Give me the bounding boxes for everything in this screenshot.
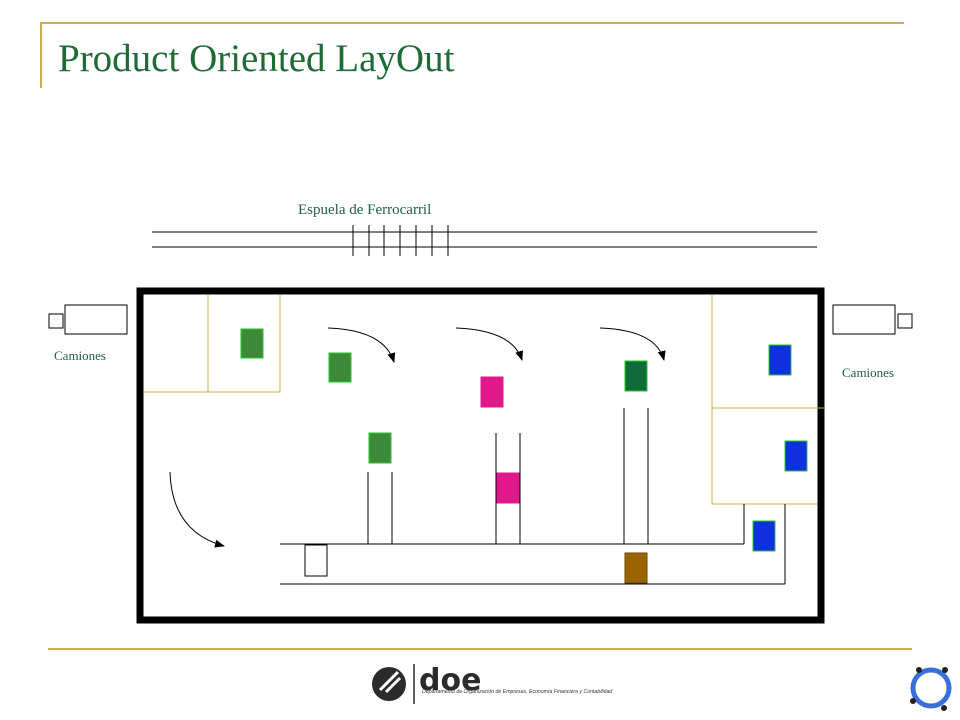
slide-title: Product Oriented LayOut bbox=[58, 37, 455, 80]
workstation-dark-green bbox=[624, 360, 648, 392]
building-wall bbox=[136, 287, 825, 624]
workstation-blue-3 bbox=[752, 520, 776, 552]
workstation-green-3 bbox=[368, 432, 392, 464]
doe-logo-emblem bbox=[372, 667, 406, 701]
workstation-empty bbox=[304, 544, 328, 577]
rail-ties bbox=[352, 225, 449, 256]
railway-spur bbox=[152, 225, 817, 256]
truck-right-trailer bbox=[832, 304, 896, 335]
workstation-magenta-2 bbox=[496, 472, 520, 504]
truck-left bbox=[48, 304, 128, 335]
workstation-brown bbox=[624, 552, 648, 584]
flow-arrow-4 bbox=[169, 471, 225, 548]
left-accent-rule bbox=[40, 22, 42, 88]
workstation-green-1 bbox=[240, 328, 264, 359]
receiving-area-outline bbox=[144, 295, 281, 393]
conveyor-lines bbox=[280, 408, 786, 585]
workstation-blue-1 bbox=[768, 344, 792, 376]
corner-circle-logo bbox=[910, 667, 952, 711]
workstation-green-2 bbox=[328, 352, 352, 383]
railway-spur-label: Espuela de Ferrocarril bbox=[298, 202, 432, 218]
truck-left-cab bbox=[48, 313, 64, 329]
flow-arrow-2 bbox=[455, 327, 523, 361]
workstation-magenta-1 bbox=[480, 376, 504, 408]
flow-arrows bbox=[169, 327, 666, 548]
bottom-accent-rule bbox=[48, 648, 912, 650]
trucks-left-label: Camiones bbox=[54, 348, 106, 363]
shipping-area-outline bbox=[711, 295, 817, 505]
truck-right-cab bbox=[897, 313, 913, 329]
truck-right bbox=[832, 304, 913, 335]
top-accent-rule bbox=[40, 22, 904, 24]
doe-logo: doe bbox=[372, 663, 481, 704]
trucks-right-label: Camiones bbox=[842, 365, 894, 380]
flow-arrow-1 bbox=[327, 327, 396, 363]
workstations bbox=[240, 328, 808, 584]
doe-logo-wordmark: doe bbox=[419, 663, 481, 698]
truck-left-trailer bbox=[64, 304, 128, 335]
workstation-blue-2 bbox=[784, 440, 808, 472]
flow-arrow-3 bbox=[599, 327, 666, 361]
department-name: Departamento de Organización de Empresas… bbox=[422, 689, 613, 695]
